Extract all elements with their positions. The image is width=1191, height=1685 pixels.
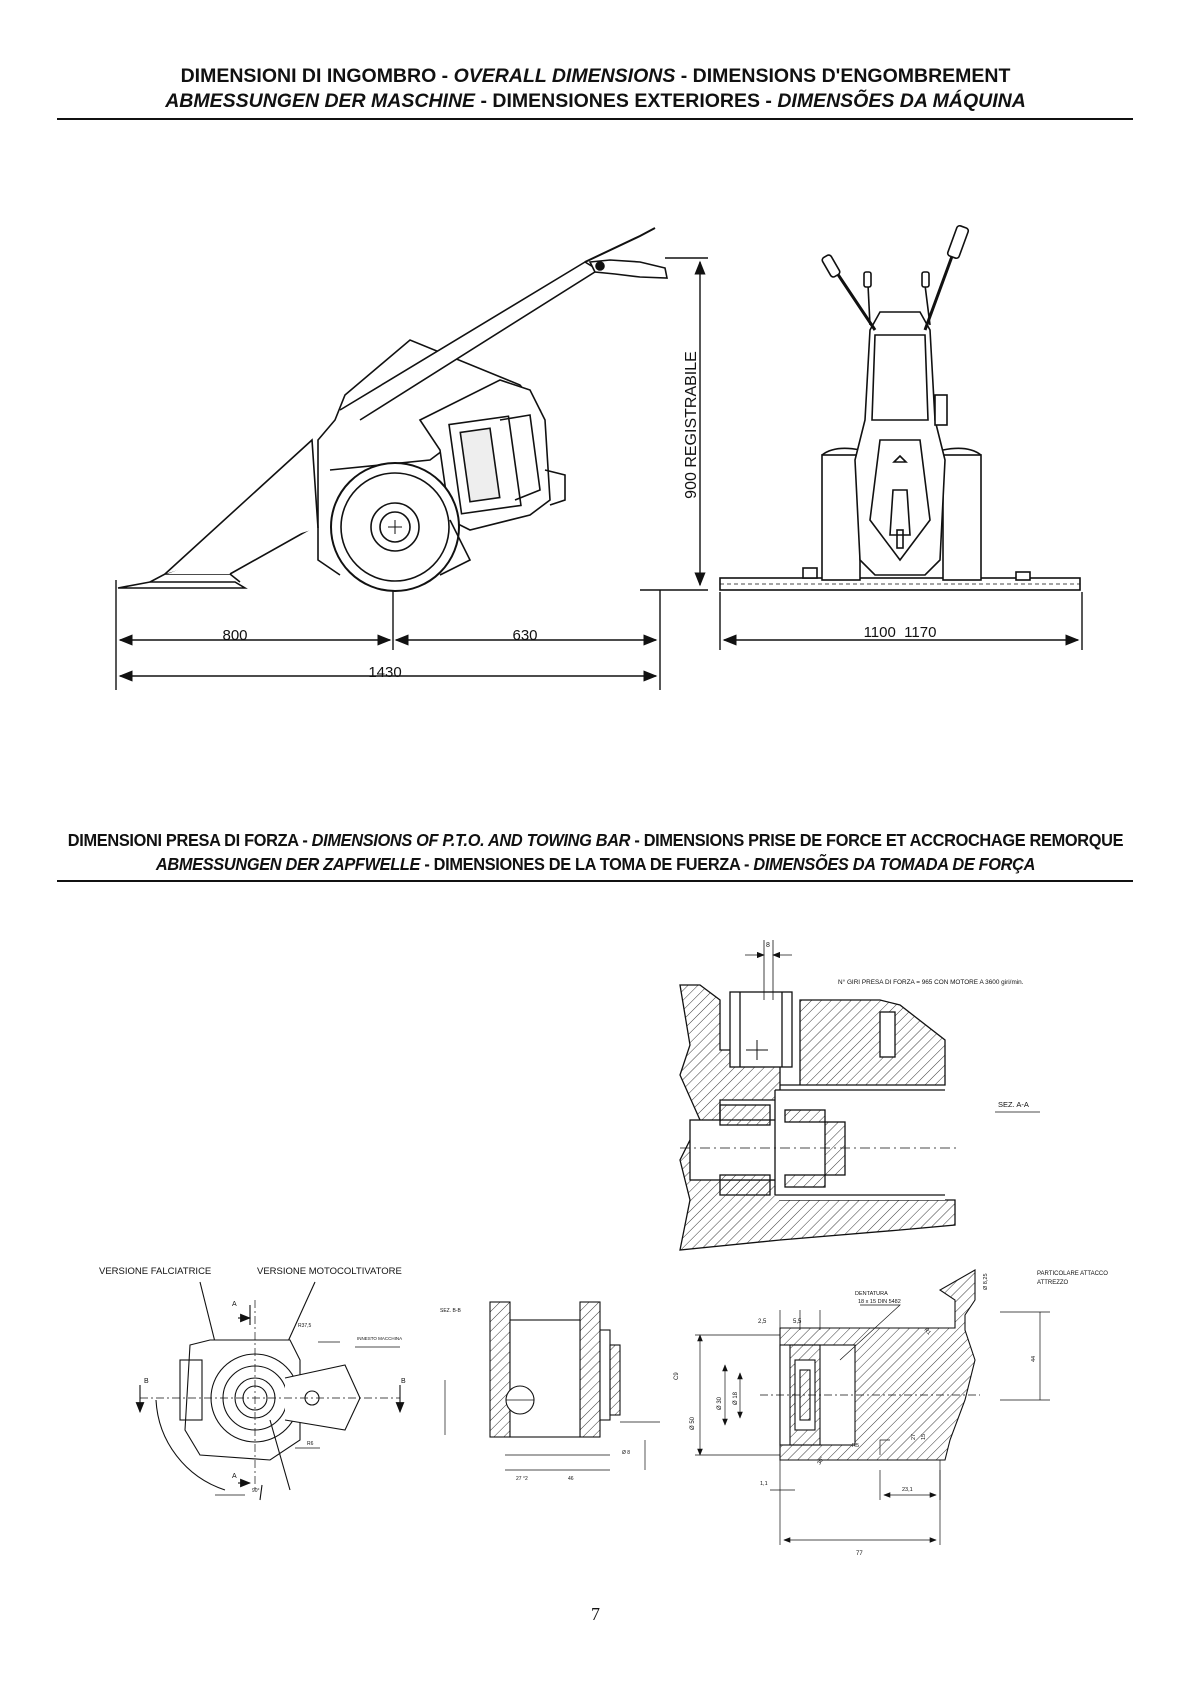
marker-b-left: B <box>144 1378 149 1385</box>
dim-1430: 1430 <box>368 664 401 681</box>
label-innesto: INNESTO MACCHINA <box>357 1336 402 1341</box>
overall-dimensions-header: DIMENSIONI DI INGOMBRO - OVERALL DIMENSI… <box>0 64 1191 114</box>
header2-rule <box>57 880 1133 882</box>
label-mower-version: VERSIONE FALCIATRICE <box>99 1266 211 1277</box>
label-d825: Ø 8,25 <box>983 1273 989 1290</box>
label-90deg: 90° <box>252 1488 260 1494</box>
header1-line2: ABMESSUNGEN DER MASCHINE - DIMENSIONES E… <box>165 90 1026 112</box>
label-d8: Ø 8 <box>622 1450 630 1456</box>
label-cultivator-version: VERSIONE MOTOCOLTIVATORE <box>257 1266 402 1277</box>
pto-section <box>679 940 1040 1251</box>
label-dim-46: 46 <box>568 1476 574 1482</box>
label-d50: Ø 50 <box>690 1416 696 1430</box>
label-dim-27: 27 °2 <box>516 1476 528 1482</box>
label-sec-bb: SEZ. B-B <box>440 1308 462 1314</box>
pto-dim-8: 8 <box>766 942 770 949</box>
hitch-plan <box>135 1281 405 1501</box>
mower-side-view <box>117 227 668 592</box>
length-dimensions <box>115 580 661 690</box>
marker-b-right: B <box>401 1378 406 1385</box>
dim-800: 800 <box>222 627 247 644</box>
dim-width: 1100 1170 <box>864 624 937 641</box>
label-11: 1,1 <box>760 1481 768 1487</box>
label-15: 15 <box>921 1434 927 1440</box>
label-attrezzo: ATTREZZO <box>1037 1280 1069 1286</box>
pto-dimensions-header: DIMENSIONI PRESA DI FORZA - DIMENSIONS O… <box>0 828 1191 876</box>
dim-630: 630 <box>512 627 537 644</box>
pto-section-label: SEZ. A-A <box>998 1100 1029 1109</box>
label-44: 44 <box>1031 1356 1037 1362</box>
header2-line1: DIMENSIONI PRESA DI FORZA - DIMENSIONS O… <box>67 830 1124 850</box>
height-dimension <box>640 257 708 591</box>
page-number: 7 <box>591 1604 600 1624</box>
label-r6: R6 <box>307 1441 314 1447</box>
marker-a-top: A <box>232 1301 237 1308</box>
pto-note: N° GIRI PRESA DI FORZA = 965 CON MOTORE … <box>838 978 1024 986</box>
section-bb <box>444 1301 660 1471</box>
label-c9: C9 <box>674 1372 680 1380</box>
label-dentatura: DENTATURA <box>855 1291 888 1297</box>
label-30deg: 30° <box>817 1456 826 1466</box>
label-particolare: PARTICOLARE ATTACCO <box>1037 1271 1108 1277</box>
label-77: 77 <box>856 1551 863 1557</box>
header1-rule <box>57 118 1133 120</box>
label-r5: R5 <box>852 1443 859 1449</box>
mower-front-view <box>719 224 1081 591</box>
header1-line1: DIMENSIONI DI INGOMBRO - OVERALL DIMENSI… <box>180 65 1011 87</box>
width-dimension <box>719 592 1083 650</box>
shaft-detail <box>695 1269 1050 1545</box>
height-label: 900 REGISTRABILE <box>683 351 700 499</box>
label-d18: Ø 18 <box>733 1391 739 1405</box>
label-27: 27 <box>911 1434 917 1440</box>
marker-a-bottom: A <box>232 1473 237 1480</box>
label-55: 5,5 <box>793 1319 802 1325</box>
label-r1: R1 <box>923 1327 932 1336</box>
label-spline: 18 x 15 DIN 5482 <box>858 1299 901 1305</box>
label-r37: R37,5 <box>298 1323 312 1329</box>
label-25: 2,5 <box>758 1319 767 1325</box>
label-23: 23,1 <box>902 1487 913 1493</box>
header2-line2: ABMESSUNGEN DER ZAPFWELLE - DIMENSIONES … <box>155 854 1036 874</box>
label-d30: Ø 30 <box>717 1396 723 1410</box>
